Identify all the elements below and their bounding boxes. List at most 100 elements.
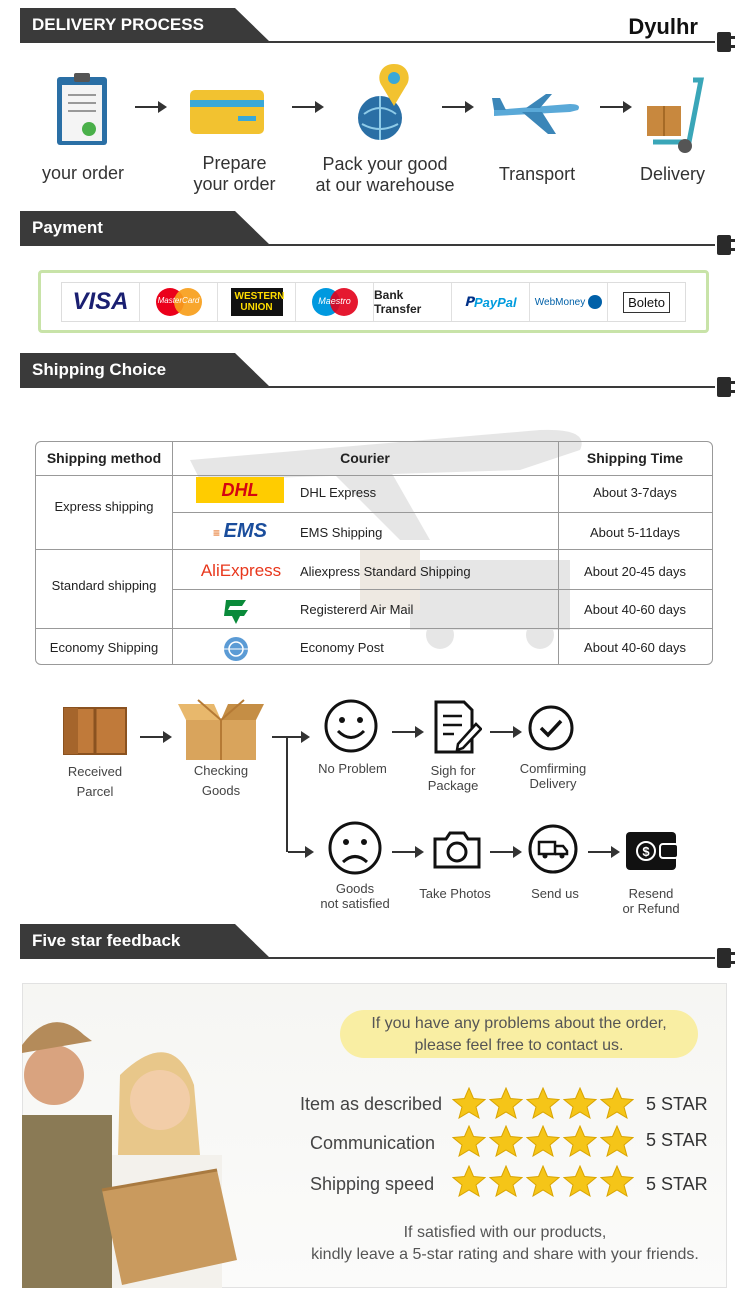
arrow-icon	[288, 731, 310, 743]
delivery-truck-icon	[528, 824, 578, 874]
open-box-icon	[178, 699, 264, 760]
rating-stars-shipping	[452, 1165, 634, 1197]
header-shipping-time: Shipping Time	[586, 450, 684, 466]
rating-stars-item	[452, 1087, 634, 1119]
section-title: Payment	[20, 211, 270, 245]
method-express: Express shipping	[54, 499, 154, 514]
arrow-icon	[600, 101, 632, 113]
rating-stars-communication	[452, 1125, 634, 1157]
time-dhl: About 3-7days	[593, 485, 677, 500]
un-post-logo	[224, 637, 248, 661]
method-standard: Standard shipping	[51, 578, 157, 593]
rating-text-item: 5 STAR	[646, 1094, 708, 1114]
order-clipboard-icon	[57, 73, 107, 145]
branch-connector	[286, 736, 288, 852]
star-icon	[526, 1087, 560, 1119]
star-icon	[563, 1087, 597, 1119]
check-circle-icon	[528, 705, 574, 751]
section-title: Shipping Choice	[20, 353, 270, 387]
header-shipping-method: Shipping method	[46, 450, 162, 466]
plane-truck-background	[190, 429, 582, 649]
payment-logos-row: VISA MasterCard WESTERN UNION Maestro Ba…	[61, 282, 686, 322]
boleto-logo: Boleto	[608, 283, 685, 321]
svg-text:$: $	[642, 844, 650, 859]
section-title: Five star feedback	[20, 924, 270, 958]
section-divider	[20, 244, 715, 246]
dhl-logo: DHL	[196, 477, 284, 503]
arrow-icon	[392, 846, 424, 858]
western-union-logo: WESTERN UNION	[218, 283, 296, 321]
arrow-icon	[588, 846, 620, 858]
bank-transfer-logo: Bank Transfer	[374, 283, 452, 321]
rating-label-communication: Communication	[310, 1133, 436, 1153]
star-icon	[489, 1087, 523, 1119]
aliexpress-logo: AliExpress	[200, 561, 282, 580]
plug-icon	[713, 948, 735, 968]
shipping-table: Shipping method Courier Shipping Time Ex…	[35, 441, 713, 665]
arrow-icon	[292, 101, 324, 113]
rating-label-shipping: Shipping speed	[310, 1174, 435, 1194]
contact-us-bubble: If you have any problems about the order…	[340, 1010, 698, 1058]
plug-icon	[713, 32, 735, 52]
table-divider	[172, 589, 712, 590]
smiley-face-icon	[324, 699, 378, 753]
time-aliexpress: About 20-45 days	[584, 564, 686, 579]
star-icon	[600, 1087, 634, 1119]
no-problem-label: No Problem	[318, 761, 387, 776]
brand-name: Dyulhr	[628, 14, 698, 39]
sign-document-icon	[434, 700, 482, 754]
star-icon	[489, 1125, 523, 1157]
arrow-icon	[135, 101, 167, 113]
method-economy: Economy Shipping	[49, 640, 159, 655]
mastercard-logo: MasterCard	[140, 283, 218, 321]
table-divider	[558, 442, 559, 664]
courier-ems: EMS Shipping	[300, 525, 383, 540]
step-transport: Transport	[498, 164, 576, 184]
star-icon	[563, 1165, 597, 1197]
star-icon	[563, 1125, 597, 1157]
star-icon	[526, 1165, 560, 1197]
globe-location-icon	[358, 64, 409, 140]
arrow-icon	[490, 726, 522, 738]
maestro-logo: Maestro	[296, 283, 374, 321]
courier-economy-post: Economy Post	[300, 640, 384, 655]
star-icon	[452, 1125, 486, 1157]
credit-card-icon	[190, 90, 264, 134]
arrow-icon	[442, 101, 474, 113]
payment-methods-box: VISA MasterCard WESTERN UNION Maestro Ba…	[38, 270, 709, 333]
arrow-icon	[288, 846, 314, 858]
rating-text-communication: 5 STAR	[646, 1130, 708, 1150]
star-icon	[526, 1125, 560, 1157]
sad-face-icon	[328, 821, 382, 875]
courier-customer-photo	[22, 1022, 237, 1288]
courier-dhl: DHL Express	[300, 485, 377, 500]
courier-air-mail: Registererd Air Mail	[300, 602, 414, 617]
airplane-icon	[492, 94, 579, 134]
branch-connector	[272, 736, 292, 738]
section-divider	[20, 386, 715, 388]
arrow-icon	[392, 726, 424, 738]
section-divider	[20, 957, 715, 959]
arrow-icon	[140, 731, 172, 743]
table-divider	[172, 512, 712, 513]
section-header-delivery: DELIVERY PROCESS	[20, 8, 735, 52]
arrow-icon	[490, 846, 522, 858]
star-icon	[452, 1165, 486, 1197]
star-icon	[489, 1165, 523, 1197]
table-divider	[36, 549, 712, 550]
section-title: DELIVERY PROCESS	[20, 8, 270, 42]
plug-icon	[713, 377, 735, 397]
table-divider	[172, 442, 173, 664]
webmoney-logo: WebMoney	[530, 283, 608, 321]
hand-truck-icon	[647, 77, 705, 153]
time-ems: About 5-11days	[589, 525, 681, 540]
step-delivery: Delivery	[639, 164, 705, 184]
time-economy-post: About 40-60 days	[584, 640, 686, 655]
time-air-mail: About 40-60 days	[584, 602, 686, 617]
